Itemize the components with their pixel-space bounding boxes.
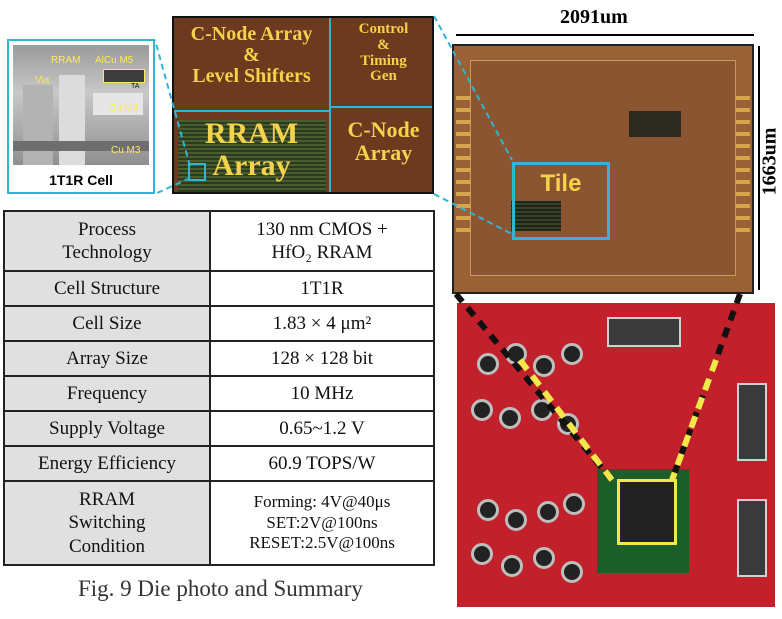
- cnode-array-level-shifters-label: C-Node Array & Level Shifters: [190, 23, 313, 87]
- test-board-photo: [457, 303, 775, 607]
- divider-horizontal-left: [174, 110, 329, 112]
- rram-label: RRAM: [51, 55, 81, 66]
- table-value: 60.9 TOPS/W: [209, 445, 435, 482]
- height-dimension-line: [758, 46, 760, 290]
- table-key: Cell Structure: [3, 270, 211, 307]
- tile-highlight-box: [512, 162, 610, 240]
- table-value: 1T1R: [209, 270, 435, 307]
- table-value: 0.65~1.2 V: [209, 410, 435, 447]
- layout-zoom-image: C-Node Array & Level Shifters Control & …: [172, 16, 434, 194]
- control-timing-gen-label: Control & Timing Gen: [358, 21, 409, 85]
- cu-m3-label: Cu M3: [111, 145, 141, 156]
- cu-m4-label: Cu M4: [109, 103, 139, 114]
- board-connector-top: [607, 317, 681, 347]
- divider-horizontal-right: [331, 106, 432, 108]
- table-value: 128 × 128 bit: [209, 340, 435, 377]
- cnode-array-label: C-Node Array: [347, 117, 420, 166]
- via-label: Via: [35, 75, 50, 86]
- table-key: Frequency: [3, 375, 211, 412]
- board-connector-right-upper: [737, 383, 767, 461]
- divider-vertical: [329, 18, 331, 192]
- chip-highlight-frame: [617, 479, 677, 545]
- table-key: Array Size: [3, 340, 211, 377]
- tile-label: Tile: [540, 170, 582, 197]
- alcu-m5-label: AlCu M5: [95, 55, 134, 66]
- die-photo: Tile: [452, 44, 754, 294]
- figure-caption: Fig. 9 Die photo and Summary: [78, 576, 363, 601]
- board-connector-right-lower: [737, 499, 767, 577]
- table-value: 130 nm CMOS + HfO₂ RRAM: [209, 210, 435, 272]
- ta-label: TA: [131, 83, 140, 90]
- table-key: Energy Efficiency: [3, 445, 211, 482]
- cell-inset: RRAM AlCu M5 Via TA Cu M4 Cu M3 1T1R Cel…: [7, 39, 155, 194]
- die-rram-array: [511, 201, 561, 231]
- table-key: Process Technology: [3, 210, 211, 272]
- table-value: Forming: 4V@40μs SET:2V@100ns RESET:2.5V…: [209, 480, 435, 566]
- table-value: 10 MHz: [209, 375, 435, 412]
- die-macro-block: [629, 111, 681, 137]
- rram-array-label: RRAM Array: [204, 117, 299, 182]
- table-key: Supply Voltage: [3, 410, 211, 447]
- table-key: RRAM Switching Condition: [3, 480, 211, 566]
- width-dimension-line: [456, 34, 754, 36]
- cell-highlight-box: [188, 163, 206, 181]
- table-key: Cell Size: [3, 305, 211, 342]
- sem-cross-section-image: RRAM AlCu M5 Via TA Cu M4 Cu M3: [13, 45, 149, 165]
- die-height-label: 1663um: [758, 127, 781, 196]
- cell-caption: 1T1R Cell: [49, 172, 113, 188]
- table-value: 1.83 × 4 μm²: [209, 305, 435, 342]
- die-width-label: 2091um: [560, 6, 628, 28]
